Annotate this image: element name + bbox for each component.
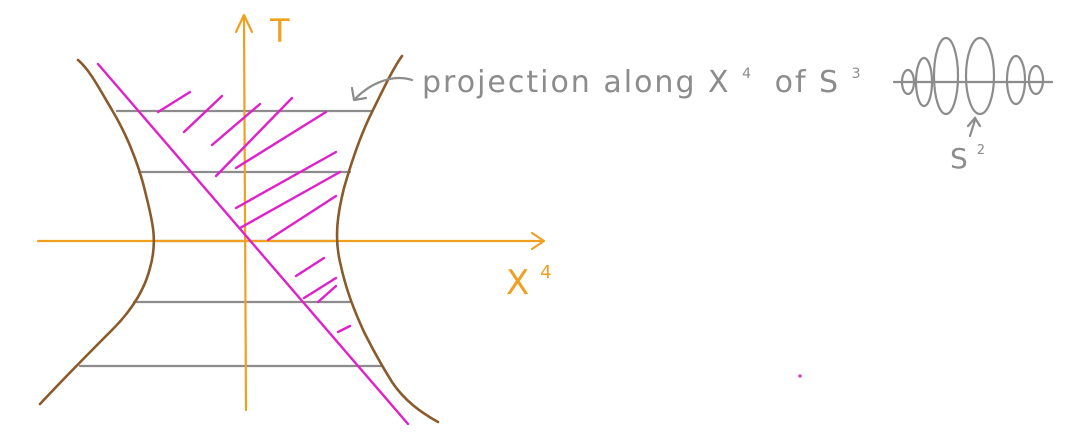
time-axis — [242, 15, 248, 412]
pointer-arrow — [354, 76, 414, 100]
hatch-mark — [266, 194, 338, 242]
axes — [36, 13, 546, 412]
stray-dot — [798, 374, 802, 378]
time-axis-arrowhead — [234, 13, 254, 34]
hyperboloid — [38, 54, 440, 424]
annotation-main: projection along X — [422, 65, 731, 100]
pointer-arrowhead — [350, 86, 368, 102]
light-ray — [96, 62, 410, 426]
sketch-pointer-arrowhead — [966, 116, 982, 128]
sphere-label-sup: 2 — [977, 143, 985, 158]
hatch-mark — [182, 94, 224, 134]
hatch-mark — [234, 110, 328, 170]
sketch-slice — [914, 56, 934, 108]
annotation-of: of S — [775, 65, 841, 100]
hatch-mark — [214, 96, 294, 178]
hatch-mark — [336, 324, 352, 334]
annotation-sup-s: 3 — [852, 66, 863, 82]
sketch-pointer — [968, 118, 977, 138]
annotation-pointer — [350, 76, 414, 102]
hatch-mark — [316, 284, 338, 304]
hatch-mark — [238, 170, 342, 230]
hatch-marks — [156, 90, 352, 334]
space-axis-arrowhead — [530, 231, 546, 251]
annotation-sup-x: 4 — [742, 66, 753, 82]
sphere-sketch — [892, 36, 1054, 138]
sketch-slice — [900, 68, 916, 96]
sketch-slice — [932, 36, 960, 116]
hatch-mark — [234, 150, 338, 210]
space-axis-label-sup: 4 — [540, 262, 551, 283]
sphere-label-base: S — [950, 142, 968, 175]
hatch-mark — [210, 102, 262, 147]
hatch-mark — [294, 256, 326, 278]
projection-annotation: projection along X 4 of S 3 — [422, 51, 863, 100]
space-axis-label-base: X — [506, 263, 529, 303]
sphere-label: S 2 — [950, 142, 985, 175]
sketch-slice — [1005, 54, 1027, 106]
hyperboloid-right-branch — [335, 54, 440, 424]
sketch-slice — [964, 36, 996, 116]
space-axis-label: X 4 — [506, 262, 552, 303]
hatch-mark — [302, 276, 338, 300]
time-axis-label: T — [269, 12, 290, 50]
sketch-slice — [1027, 64, 1045, 96]
hyperboloid-left-branch — [38, 58, 156, 406]
hatch-mark — [156, 90, 192, 114]
